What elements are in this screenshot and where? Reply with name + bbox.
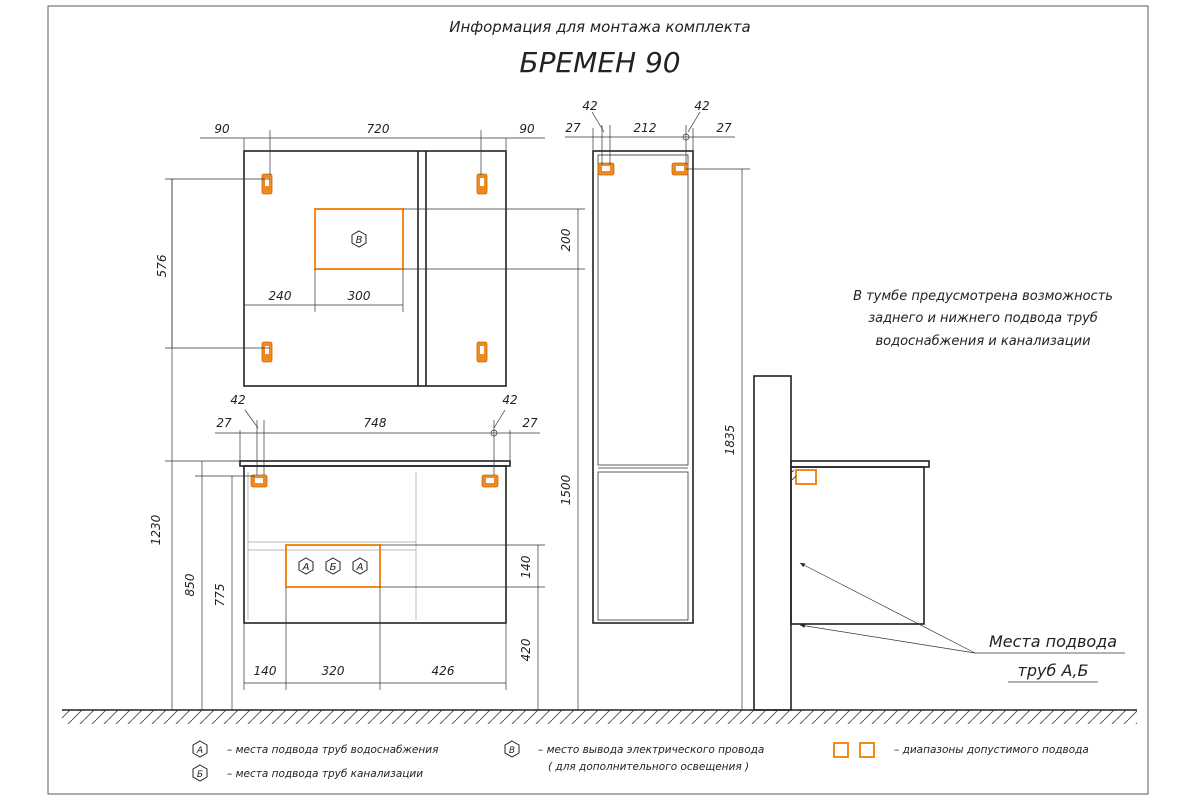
pencil-dim-1500: 1500 (559, 474, 573, 505)
pencil-dim-1835: 1835 (723, 425, 737, 456)
mirror-dim-left: 90 (214, 122, 230, 136)
side-view (753, 375, 1125, 711)
note-line-3: водоснабжения и канализации (875, 334, 1090, 349)
legend-marker-v: В (504, 740, 520, 758)
marker-a-hexagon: А (352, 557, 368, 575)
svg-text:А: А (356, 562, 364, 573)
pencil-dim-left: 27 (565, 121, 581, 135)
vanity-dim-850: 850 (183, 573, 197, 596)
mirror-dim-right: 90 (519, 122, 535, 136)
pencil-case: 27 42 212 42 27 1500 1835 (559, 99, 750, 710)
vanity-dim-left-small: 42 (230, 393, 245, 407)
side-vanity-body (790, 466, 925, 625)
legend-range-diag-swatch (833, 742, 849, 758)
mirror-cabinet: В 90 720 90 576 200 240 300 (155, 122, 585, 387)
pencil-case-body (592, 150, 694, 624)
mirror-dim-zone-width: 300 (348, 289, 371, 303)
note-line-1: В тумбе предусмотрена возможность (853, 289, 1113, 304)
legend-a-text: – места подвода труб водоснабжения (227, 744, 438, 756)
wall-section (753, 375, 792, 711)
marker-v-hexagon (351, 230, 367, 248)
electric-zone-hatch (314, 208, 404, 270)
hanger-icon (476, 341, 488, 363)
callout-line-1: Места подвода (989, 632, 1117, 651)
mirror-dim-zone-height: 200 (559, 228, 573, 251)
bracket-icon (481, 474, 499, 488)
pencil-dim-right: 27 (716, 121, 732, 135)
vanity-body (243, 465, 507, 624)
hanger-icon (261, 341, 273, 363)
svg-text:А: А (196, 746, 203, 756)
legend-marker-a: А (192, 740, 208, 758)
svg-text:Б: Б (197, 770, 203, 780)
hanger-icon (476, 173, 488, 195)
marker-b-hexagon: Б (325, 557, 341, 575)
pencil-dim-left-small: 42 (582, 99, 597, 113)
callout-line-2: труб А,Б (1018, 661, 1089, 680)
mirror-dim-zone-offset: 240 (269, 289, 292, 303)
vanity-dim-bottom-3: 426 (432, 664, 455, 678)
vanity-dim-zone-height: 140 (519, 555, 533, 578)
bracket-icon (250, 474, 268, 488)
pencil-dim-right-small: 42 (694, 99, 709, 113)
mirror-cabinet-body (243, 150, 507, 387)
marker-v-label: В (356, 235, 363, 246)
vanity-dim-zone-floor: 420 (519, 638, 533, 661)
mirror-dim-height: 576 (155, 254, 169, 277)
hanger-icon (261, 173, 273, 195)
title-line-2: БРЕМЕН 90 (519, 46, 680, 79)
legend-range-cross-swatch (859, 742, 875, 758)
vanity-dim-left: 27 (216, 416, 232, 430)
legend-marker-b: Б (192, 764, 208, 782)
svg-text:Б: Б (330, 562, 337, 573)
title-line-1: Информация для монтажа комплекта (449, 18, 750, 36)
svg-text:А: А (302, 562, 310, 573)
vanity-dim-right: 27 (522, 416, 538, 430)
legend-b-text: – места подвода труб канализации (227, 768, 423, 780)
vanity-dim-bottom-2: 320 (322, 664, 345, 678)
bracket-icon (671, 162, 689, 176)
pipe-zone-hatch (285, 544, 381, 588)
vanity-dim-mid: 748 (364, 416, 387, 430)
legend-v-text-2: ( для дополнительного освещения ) (548, 761, 749, 773)
marker-a-hexagon: А (298, 557, 314, 575)
note-line-2: заднего и нижнего подвода труб (868, 311, 1098, 326)
legend: А – места подвода труб водоснабжения Б –… (192, 740, 1089, 782)
pencil-dim-mid: 212 (634, 121, 657, 135)
vanity-unit: А Б А 27 42 748 42 27 1230 (149, 179, 545, 710)
svg-text:В: В (509, 746, 515, 756)
vanity-dim-right-small: 42 (502, 393, 517, 407)
side-countertop (790, 460, 930, 468)
floor-hatch (62, 710, 1137, 724)
side-bracket (795, 469, 817, 485)
legend-v-text-1: – место вывода электрического провода (538, 744, 764, 756)
sheet-frame (47, 5, 1149, 795)
vanity-dim-bottom-1: 140 (254, 664, 277, 678)
vanity-dim-total-height: 1230 (149, 514, 163, 545)
vanity-dim-775: 775 (213, 584, 227, 607)
bracket-icon (597, 162, 615, 176)
mirror-dim-mid: 720 (367, 122, 390, 136)
legend-range-text: – диапазоны допустимого подвода (894, 744, 1089, 756)
